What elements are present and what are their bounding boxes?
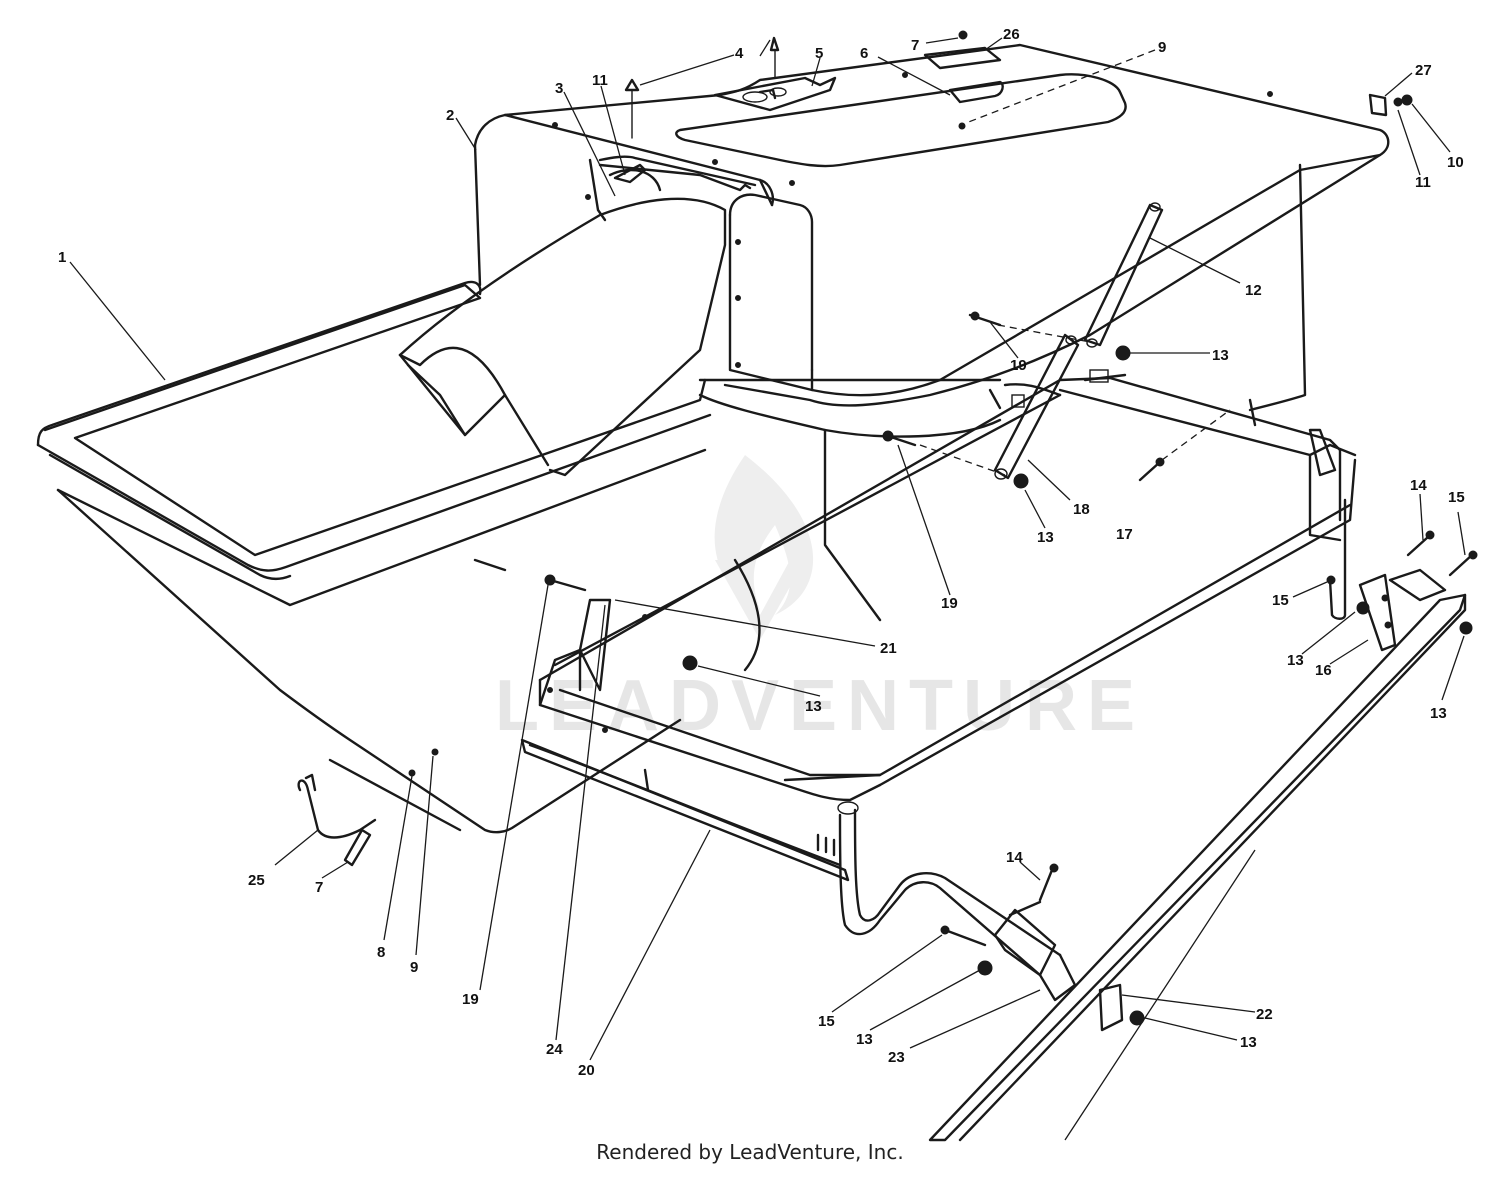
callout-23: 23: [888, 1049, 905, 1066]
callout-4: 4: [735, 45, 744, 62]
callout-27: 27: [1415, 62, 1432, 79]
callout-13-d: 13: [1430, 705, 1447, 722]
callout-15-a: 15: [1448, 489, 1465, 506]
callout-18: 18: [1073, 501, 1090, 518]
collection-tray: [36, 280, 761, 834]
callout-13-f: 13: [856, 1031, 873, 1048]
support-strut-upper: [1083, 202, 1164, 361]
callout-14-b: 14: [1006, 849, 1023, 866]
callout-11-top: 11: [592, 72, 608, 89]
callout-10: 10: [1447, 154, 1464, 171]
callout-7-bottom: 7: [315, 879, 323, 896]
discharge-chute: [398, 163, 752, 477]
callout-3: 3: [555, 80, 563, 97]
handle-bar: [837, 801, 1077, 1002]
callout-labels: 1 2 3 4 5 6 7 26 9 27 10 11 11 12 13 19 …: [58, 26, 1465, 1079]
support-frame: [538, 369, 1357, 802]
callout-19-c: 19: [462, 991, 479, 1008]
top-hardware: [624, 30, 1413, 139]
callout-6: 6: [860, 45, 868, 62]
callout-13-a: 13: [1212, 347, 1229, 364]
callout-14-a: 14: [1410, 477, 1427, 494]
callout-16: 16: [1315, 662, 1332, 679]
callout-11-right: 11: [1415, 174, 1431, 191]
callout-12: 12: [1245, 282, 1262, 299]
callout-8: 8: [377, 944, 385, 961]
callout-9-top: 9: [1158, 39, 1166, 56]
front-rail: [520, 738, 850, 882]
callout-19-a: 19: [1010, 357, 1027, 374]
callout-9-bottom: 9: [410, 959, 418, 976]
handle-bracket: [713, 76, 837, 112]
callout-21: 21: [880, 640, 897, 657]
callout-13-g: 13: [1240, 1034, 1257, 1051]
leader-lines: [69, 37, 1466, 1141]
callout-15-c: 15: [818, 1013, 835, 1030]
bottom-bar: [928, 593, 1467, 1142]
callout-19-b: 19: [941, 595, 958, 612]
callout-13-e: 13: [805, 698, 822, 715]
hood-housing: [473, 43, 1390, 622]
callout-5: 5: [815, 45, 823, 62]
callout-17: 17: [1116, 526, 1133, 543]
callout-13-b: 13: [1037, 529, 1054, 546]
callout-13-c: 13: [1287, 652, 1304, 669]
right-bracket: [1358, 568, 1447, 652]
support-strut-lower: [993, 333, 1080, 489]
callout-7-top: 7: [911, 37, 919, 54]
callout-25: 25: [248, 872, 265, 889]
callout-26: 26: [1003, 26, 1020, 43]
rendered-by-footer: Rendered by LeadVenture, Inc.: [596, 1140, 904, 1164]
callout-20: 20: [578, 1062, 595, 1079]
callout-15-b: 15: [1272, 592, 1289, 609]
callout-22: 22: [1256, 1006, 1273, 1023]
callout-24: 24: [546, 1041, 563, 1058]
callout-2: 2: [446, 107, 454, 124]
callout-1: 1: [58, 249, 66, 266]
fasteners: [544, 311, 1478, 976]
